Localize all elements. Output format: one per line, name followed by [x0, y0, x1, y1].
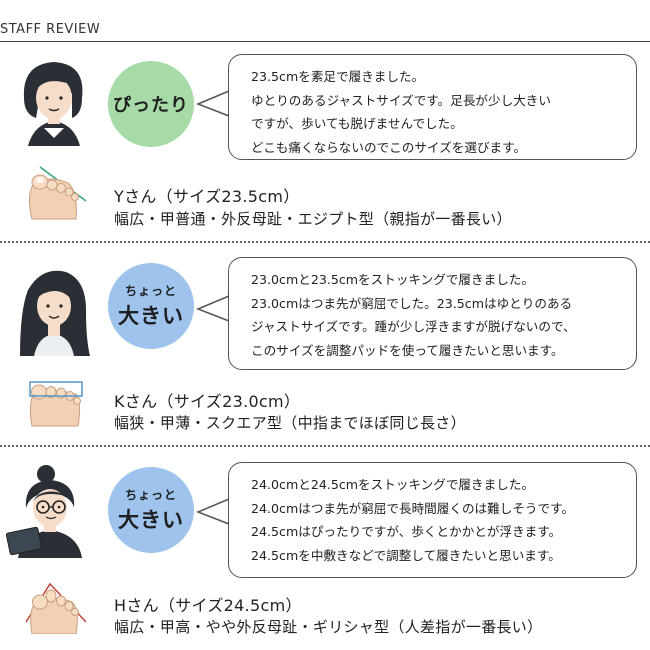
- header-divider: [0, 41, 650, 42]
- fit-badge-label: 大きい: [118, 304, 184, 328]
- review-speech-bubble: 23.0cmと23.5cmをストッキングで履きました。 23.0cmはつま先が窮…: [228, 257, 637, 370]
- review-text-line: このサイズを調整パッドを使って履きたいと思います。: [251, 342, 564, 358]
- fit-badge: ちょっと 大きい: [108, 467, 194, 553]
- fit-badge-label: 大きい: [118, 508, 184, 532]
- review-text-line: 23.0cmはつま先が窮屈でした。23.5cmはゆとりのある: [251, 295, 573, 311]
- woman-long-hair-icon: [20, 270, 90, 356]
- review-text-line: 24.0cmはつま先が窮屈で長時間履くのは難しそうです。: [251, 500, 575, 516]
- review-text-line: 24.5cmを中敷きなどで調整して履きたいと思います。: [251, 547, 561, 563]
- review-text-line: ですが、歩いても脱げませんでした。: [251, 116, 463, 131]
- bubble-tail: [196, 90, 230, 117]
- greek-foot-icon: [25, 582, 87, 634]
- fit-badge-small-label: ちょっと: [124, 488, 177, 502]
- review-text-line: どこも痛くならないのでこのサイズを選びます。: [251, 139, 527, 155]
- review-speech-bubble: 24.0cmと24.5cmをストッキングで履きました。 24.0cmはつま先が窮…: [228, 462, 637, 578]
- review-text-line: 23.5cmを素足で履きました。: [251, 69, 425, 84]
- egyptian-foot-icon: [28, 166, 87, 220]
- foot-type: 幅広・甲普通・外反母趾・エジプト型（親指が一番長い）: [114, 210, 512, 228]
- fit-badge: ちょっと 大きい: [108, 263, 194, 349]
- section-divider: [0, 445, 650, 447]
- review-text-line: ゆとりのあるジャストサイズです。足長が少し大きい: [251, 92, 551, 108]
- section-divider: [0, 241, 650, 243]
- review-text-line: 24.0cmと24.5cmをストッキングで履きました。: [251, 477, 534, 492]
- bubble-tail: [196, 295, 230, 322]
- bubble-tail: [196, 498, 230, 525]
- fit-badge: ぴったり: [108, 61, 194, 147]
- woman-bob-hair-icon: [23, 62, 83, 146]
- square-foot-icon: [29, 381, 83, 427]
- foot-type: 幅狭・甲薄・スクエア型（中指までほぼ同じ長さ）: [114, 414, 466, 432]
- staff-name-size: Yさん（サイズ23.5cm）: [114, 187, 300, 206]
- review-text-line: ジャストサイズです。踵が少し浮きますが脱げないので、: [251, 319, 576, 334]
- section-title: STAFF REVIEW: [0, 22, 101, 37]
- review-text-line: 24.5cmはぴったりですが、歩くとかかとが浮きます。: [251, 524, 562, 539]
- fit-badge-small-label: ちょっと: [124, 284, 177, 298]
- fit-badge-label: ぴったり: [113, 95, 189, 116]
- review-speech-bubble: 23.5cmを素足で履きました。 ゆとりのあるジャストサイズです。足長が少し大き…: [228, 54, 637, 160]
- woman-glasses-tablet-icon: [6, 465, 82, 558]
- staff-name-size: Hさん（サイズ24.5cm）: [114, 596, 302, 615]
- foot-type: 幅広・甲高・やや外反母趾・ギリシャ型（人差指が一番長い）: [114, 618, 543, 636]
- staff-name-size: Kさん（サイズ23.0cm）: [114, 392, 301, 411]
- review-text-line: 23.0cmと23.5cmをストッキングで履きました。: [251, 272, 534, 287]
